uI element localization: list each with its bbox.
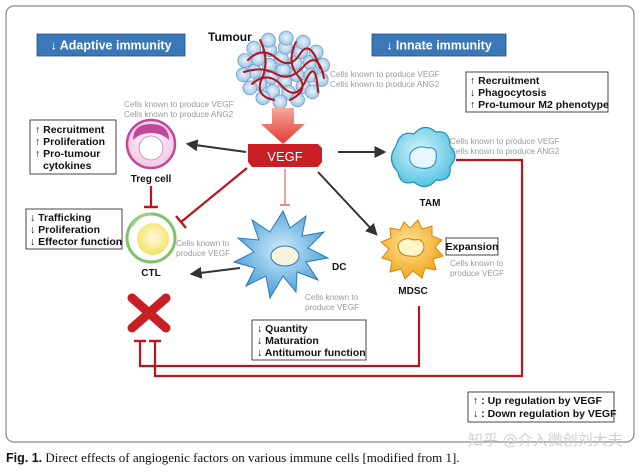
vegf-to-ctl-inhibit-line bbox=[180, 167, 248, 223]
ctl-note-line2: produce VEGF bbox=[176, 249, 230, 258]
ctl-effect-2: ↓ Proliferation bbox=[30, 224, 100, 236]
tam-note-line2: Cells known to produce ANG2 bbox=[450, 147, 560, 156]
tumour-cluster-icon bbox=[235, 30, 331, 110]
ctl-effect-1: ↓ Trafficking bbox=[30, 212, 91, 224]
mdsc-effects-box bbox=[445, 237, 499, 256]
tam-cell-label: TAM bbox=[420, 198, 441, 209]
figure-caption: Fig. 1. Direct effects of angiogenic fac… bbox=[6, 450, 634, 466]
dc-effect-2: ↓ Maturation bbox=[257, 335, 319, 347]
mdsc-to-ctl-inhibit-line bbox=[138, 306, 421, 368]
adaptive-header-box bbox=[36, 33, 186, 57]
treg-effect-4: cytokines bbox=[43, 160, 92, 172]
mdsc-note-line1: Cells known to bbox=[450, 259, 504, 268]
tam-effects-box bbox=[465, 71, 609, 113]
tumour-note-line1: Cells known to produce VEGF bbox=[330, 70, 440, 79]
tumour-to-vegf-arrow bbox=[261, 108, 305, 144]
watermark-text: 知乎 @介入微创刘大夫 bbox=[468, 431, 623, 449]
treg-effects-box bbox=[29, 119, 117, 175]
treg-effect-2: ↑ Proliferation bbox=[35, 136, 105, 148]
treg-cell-icon bbox=[125, 118, 177, 170]
treg-note-line2: Cells known to produce ANG2 bbox=[124, 110, 234, 119]
ctl-cell-label: CTL bbox=[141, 268, 160, 279]
ctl-effects-box bbox=[25, 208, 123, 250]
treg-note-line1: Cells known to produce VEGF bbox=[124, 100, 234, 109]
vegf-label: VEGF bbox=[267, 149, 302, 164]
dc-cell-label: DC bbox=[332, 262, 346, 273]
vegf-to-mdsc-arrow bbox=[317, 171, 378, 236]
mdsc-effect-1: Expansion bbox=[445, 241, 498, 253]
blocked-cross-icon bbox=[127, 293, 171, 333]
adaptive-header: ↓ Adaptive immunity bbox=[50, 39, 171, 53]
mdsc-note-line2: produce VEGF bbox=[450, 269, 504, 278]
vegf-to-treg-arrow bbox=[185, 139, 247, 153]
legend-box bbox=[467, 391, 615, 423]
dc-effect-3: ↓ Antitumour function bbox=[257, 347, 366, 359]
legend-up: ↑ : Up regulation by VEGF bbox=[473, 395, 603, 407]
ctl-effect-3: ↓ Effector function bbox=[30, 236, 122, 248]
legend-down: ↓ : Down regulation by VEGF bbox=[473, 408, 617, 420]
tam-note-line1: Cells known to produce VEGF bbox=[450, 137, 560, 146]
figure-number: Fig. 1. bbox=[6, 451, 43, 465]
vegf-box bbox=[248, 144, 322, 167]
treg-cell-label: Treg cell bbox=[131, 174, 172, 185]
ctl-note-line1: Cells known to bbox=[176, 239, 230, 248]
figure-caption-text: Direct effects of angiogenic factors on … bbox=[42, 450, 460, 465]
dc-effects-box bbox=[251, 319, 367, 361]
dc-effect-1: ↓ Quantity bbox=[257, 323, 308, 335]
tumour-label: Tumour bbox=[208, 30, 252, 44]
vegf-to-ctl-inhibit-bar bbox=[175, 215, 187, 229]
treg-effect-3: ↑ Pro-tumour bbox=[35, 148, 100, 160]
innate-header-box bbox=[371, 33, 507, 57]
tam-to-ctl-inhibit-line bbox=[153, 158, 524, 378]
tumour-note-line2: Cells known to produce ANG2 bbox=[330, 80, 440, 89]
tam-effect-3: ↑ Pro-tumour M2 phenotype bbox=[470, 99, 609, 111]
treg-effect-1: ↑ Recruitment bbox=[35, 124, 105, 136]
dc-note-line2: produce VEGF bbox=[305, 303, 359, 312]
mdsc-cell-icon bbox=[380, 219, 444, 280]
tam-effect-1: ↑ Recruitment bbox=[470, 75, 540, 87]
mdsc-cell-label: MDSC bbox=[398, 286, 427, 297]
diagram-panel bbox=[5, 5, 635, 443]
tam-effect-2: ↓ Phagocytosis bbox=[470, 87, 547, 99]
dc-note-line1: Cells known to bbox=[305, 293, 359, 302]
dc-cell-icon bbox=[232, 209, 330, 300]
dc-to-ctl-arrow bbox=[189, 266, 241, 279]
tam-cell-icon bbox=[390, 126, 456, 188]
innate-header: ↓ Innate immunity bbox=[386, 39, 492, 53]
ctl-cell-icon bbox=[125, 212, 177, 264]
